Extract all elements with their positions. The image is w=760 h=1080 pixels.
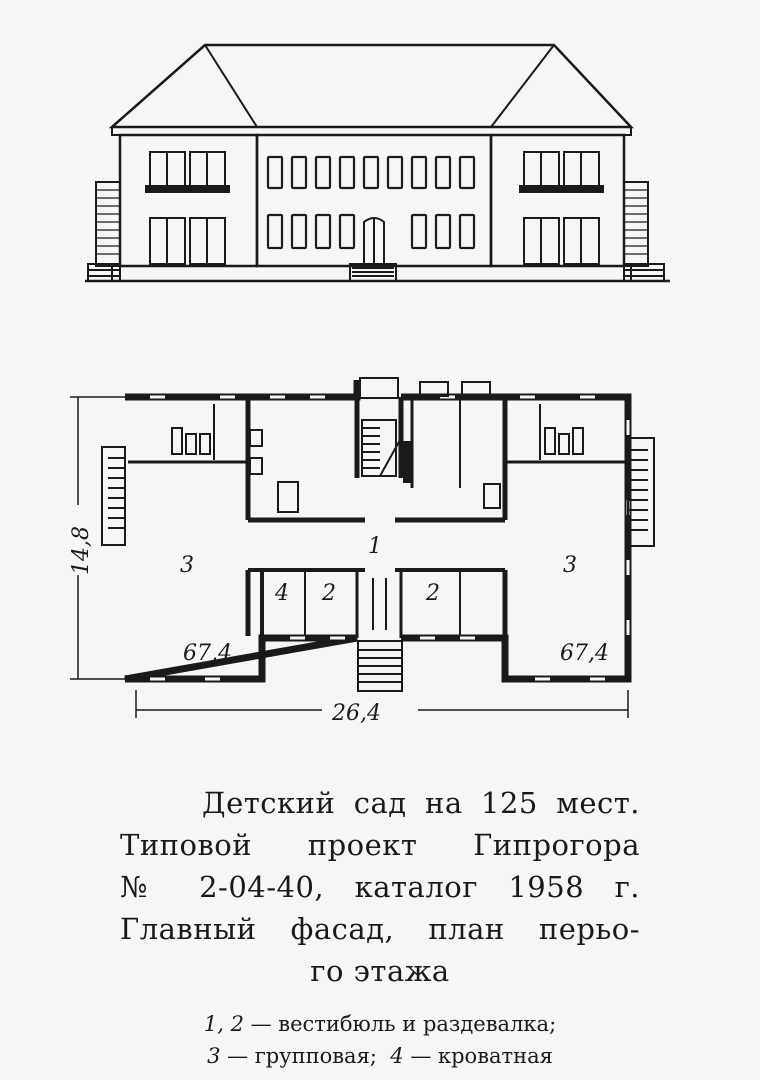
- caption-line-1: Детский сад на 125 мест.: [202, 786, 640, 820]
- vestibule-number: 1: [368, 534, 382, 559]
- first-floor-plan: 14,8 26,4 3 3 1 2 2 4 67,4 67,4: [64, 377, 655, 726]
- caption-line-5: го этажа: [310, 954, 450, 988]
- group-room-left-area: 67,4: [183, 641, 232, 666]
- height-dimension: 14,8: [69, 526, 94, 575]
- legend-item-1-number: 1, 2: [203, 1012, 244, 1036]
- group-room-right-area: 67,4: [560, 641, 609, 666]
- group-room-right-number: 3: [563, 553, 577, 578]
- legend-line-2: 3 — групповая; 4 — кроватная: [110, 1040, 650, 1072]
- cloakroom-left-number: 2: [321, 581, 336, 606]
- figure-caption: Детский сад на 125 мест. Типовой проект …: [120, 782, 640, 992]
- group-room-left-number: 3: [180, 553, 194, 578]
- caption-line-4: Главный фасад, план перьо-: [120, 912, 640, 946]
- legend-line-1: 1, 2 — вестибюль и раздевалка;: [110, 1008, 650, 1040]
- legend-item-3-text: — кроватная: [403, 1044, 553, 1068]
- caption-line-2: Типовой проект Гипрогора: [120, 828, 640, 862]
- legend-item-1-text: — вестибюль и раздевалка;: [243, 1012, 557, 1036]
- caption-line-3: № 2-04-40, каталог 1958 г.: [120, 870, 640, 904]
- cloakroom-right-number: 2: [425, 581, 440, 606]
- main-facade: [85, 43, 670, 283]
- legend-item-3-number: 4: [390, 1044, 404, 1068]
- drawing: 14,8 26,4 3 3 1 2 2 4 67,4 67,4: [64, 43, 670, 726]
- figure-legend: 1, 2 — вестибюль и раздевалка; 3 — групп…: [110, 1008, 650, 1072]
- legend-item-2-text: — групповая;: [220, 1044, 377, 1068]
- legend-item-2-number: 3: [207, 1044, 221, 1068]
- bedroom-number: 4: [274, 581, 289, 606]
- width-dimension: 26,4: [331, 701, 381, 726]
